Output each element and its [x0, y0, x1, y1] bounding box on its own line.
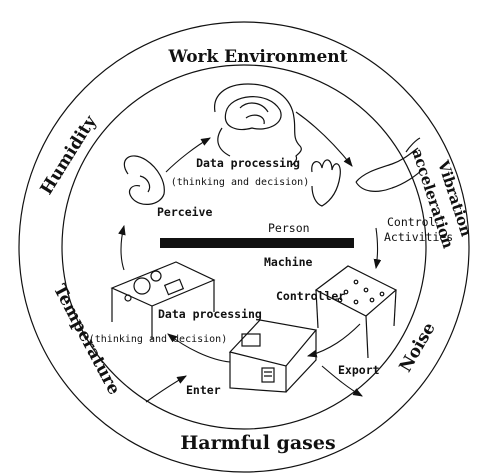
- ring-label-humidity: Humidity: [37, 111, 102, 198]
- controller-illustration: [314, 265, 398, 359]
- hand-pressing-illustration: [355, 137, 425, 192]
- person-machine-divider: [160, 238, 354, 248]
- person-label: Person: [268, 221, 310, 235]
- perceive-label: Perceive: [157, 205, 212, 219]
- arrow-ear-to-head: [165, 137, 211, 173]
- arrow-panel-to-ear: [118, 224, 126, 271]
- control-activities-line1: Control: [387, 215, 435, 229]
- person-data-processing-title: Data processing: [196, 156, 300, 170]
- arrow-machine-to-panel: [167, 333, 231, 363]
- machine-box-illustration: [228, 319, 318, 393]
- export-label: Export: [338, 363, 380, 377]
- arrow-controller-to-machine: [306, 323, 361, 358]
- arrow-control-to-controller: [373, 227, 382, 270]
- machine-data-processing-sub: (thinking and decision): [89, 334, 227, 345]
- hand-illustration: [311, 159, 341, 207]
- person-data-processing-sub: (thinking and decision): [171, 177, 309, 188]
- ring-label-harmful-gases: Harmful gases: [180, 432, 335, 454]
- machine-label: Machine: [264, 255, 313, 269]
- arrow-head-to-hand: [295, 111, 353, 167]
- control-activities-line2: Activities: [384, 230, 453, 244]
- display-panel-illustration: [110, 261, 216, 340]
- arrow-export: [321, 365, 363, 397]
- arrow-enter: [145, 375, 187, 403]
- ring-label-noise: Noise: [396, 319, 440, 376]
- ear-illustration: [123, 155, 165, 205]
- ring-label-work-environment: Work Environment: [167, 47, 347, 67]
- controller-label: Controller: [276, 289, 345, 303]
- person-head-illustration: [214, 83, 302, 166]
- machine-data-processing-title: Data processing: [158, 307, 262, 321]
- inner-ring: [61, 64, 427, 430]
- enter-label: Enter: [186, 383, 221, 397]
- outer-ring: [18, 21, 470, 473]
